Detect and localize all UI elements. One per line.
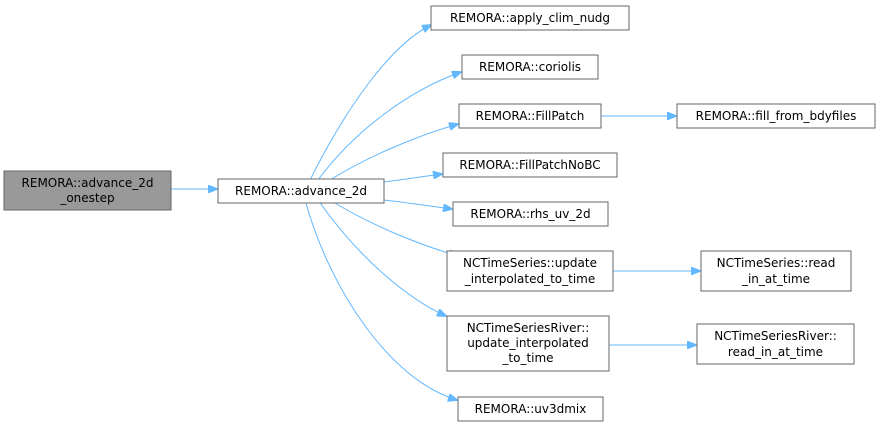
node-advance-2d-onestep[interactable]: REMORA::advance_2d _onestep: [3, 170, 172, 211]
node-label-line-1: NCTimeSeries::read: [717, 256, 836, 270]
node-label-line-1: REMORA::advance_2d: [22, 176, 154, 190]
edge-advance-2d-to-uv3dmix: [304, 199, 457, 400]
node-label-line-1: NCTimeSeries::update: [463, 256, 597, 270]
node-label: REMORA::fill_from_bdyfiles: [696, 109, 857, 123]
edge-advance-2d-to-coriolis: [317, 72, 461, 181]
node-ncr-read[interactable]: NCTimeSeriesRiver:: read_in_at_time: [696, 323, 855, 365]
node-label: REMORA::advance_2d: [235, 184, 367, 198]
node-fillpatch[interactable]: REMORA::FillPatch: [458, 103, 602, 129]
node-nc-read[interactable]: NCTimeSeries::read _in_at_time: [700, 250, 852, 292]
node-label: REMORA::FillPatch: [476, 109, 585, 123]
node-label: REMORA::FillPatchNoBC: [459, 158, 600, 172]
node-label-line-1: NCTimeSeriesRiver::: [714, 329, 837, 343]
node-label: REMORA::coriolis: [479, 60, 581, 74]
node-ncr-update[interactable]: NCTimeSeriesRiver:: update_interpolated …: [446, 315, 610, 372]
node-label-line-2: read_in_at_time: [728, 345, 823, 359]
node-fill-from-bdyfiles[interactable]: REMORA::fill_from_bdyfiles: [676, 103, 876, 129]
node-label: REMORA::apply_clim_nudg: [450, 11, 610, 25]
edge-advance-2d-to-fillpatchnobc: [383, 174, 442, 183]
node-label: REMORA::uv3dmix: [475, 402, 587, 416]
node-label-line-3: _to_time: [501, 351, 553, 365]
node-label-line-2: update_interpolated: [467, 336, 589, 350]
node-label-line-2: _in_at_time: [741, 272, 810, 286]
edge-advance-2d-to-rhs-uv-2d: [383, 199, 452, 209]
node-rhs-uv-2d[interactable]: REMORA::rhs_uv_2d: [452, 201, 609, 227]
node-label-line-2: _interpolated_to_time: [464, 272, 595, 286]
edge-advance-2d-to-fillpatch: [329, 124, 458, 181]
node-uv3dmix[interactable]: REMORA::uv3dmix: [457, 396, 604, 422]
node-advance-2d[interactable]: REMORA::advance_2d: [217, 178, 385, 204]
node-label-line-1: NCTimeSeriesRiver::: [467, 321, 590, 335]
edges: [171, 25, 700, 400]
node-nc-update[interactable]: NCTimeSeries::update _interpolated_to_ti…: [446, 250, 614, 292]
node-coriolis[interactable]: REMORA::coriolis: [461, 54, 599, 80]
node-apply-clim-nudg[interactable]: REMORA::apply_clim_nudg: [430, 5, 630, 31]
edge-advance-2d-to-apply-clim-nudg: [309, 25, 431, 181]
edge-advance-2d-to-nc-update: [329, 199, 458, 256]
node-label-line-2: _onestep: [59, 191, 114, 205]
node-label: REMORA::rhs_uv_2d: [470, 207, 590, 221]
edge-advance-2d-to-ncr-update: [317, 199, 446, 316]
node-fillpatchnobc[interactable]: REMORA::FillPatchNoBC: [442, 152, 618, 178]
